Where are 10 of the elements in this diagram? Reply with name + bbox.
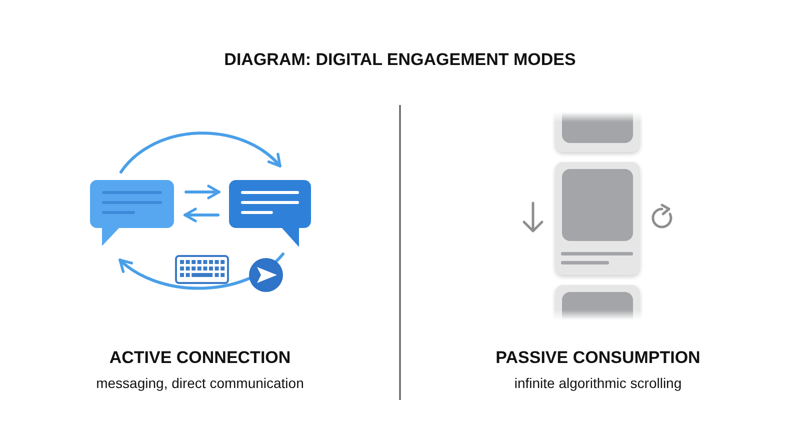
- arrow: [120, 132, 282, 174]
- chat-bubble: [229, 180, 311, 247]
- arrow: [184, 184, 220, 200]
- section-heading: ACTIVE CONNECTION: [108, 348, 292, 368]
- arrow: [184, 208, 220, 222]
- section-subtitle: infinite algorithmic scrolling: [513, 375, 683, 391]
- section-heading: PASSIVE CONSUMPTION: [494, 348, 702, 368]
- chat-bubble: [90, 180, 174, 246]
- diagram-title: DIAGRAM: DIGITAL ENGAGEMENT MODES: [223, 50, 577, 70]
- section-subtitle: messaging, direct communication: [95, 375, 305, 391]
